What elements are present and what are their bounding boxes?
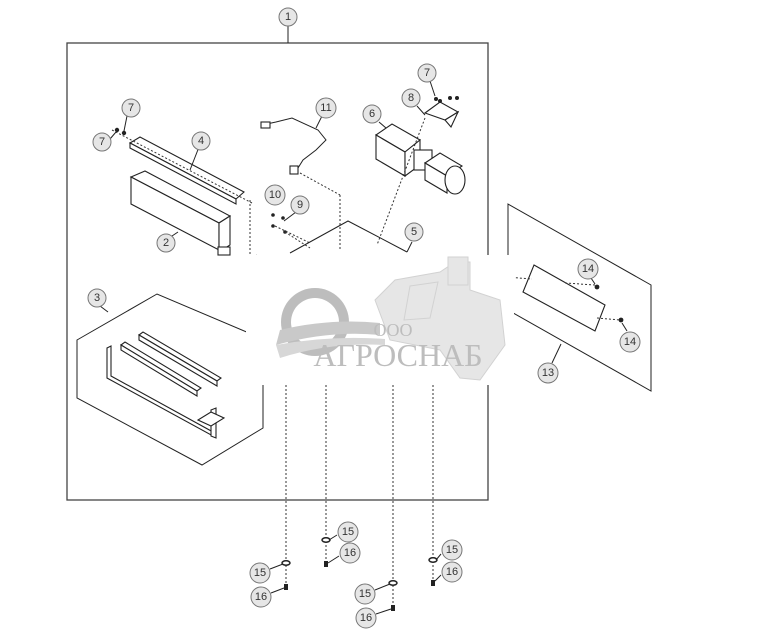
callout-13: 13	[537, 362, 559, 384]
svg-text:16: 16	[360, 612, 372, 624]
svg-text:5: 5	[411, 226, 417, 238]
screw-icons-7	[109, 115, 128, 140]
part-8-bracket	[376, 80, 460, 246]
svg-text:9: 9	[297, 199, 303, 211]
svg-text:16: 16	[344, 547, 356, 559]
svg-text:6: 6	[369, 108, 375, 120]
callout-14: 14	[577, 258, 599, 280]
svg-text:13: 13	[542, 367, 554, 379]
callout-1: 1	[278, 7, 298, 27]
callout-14: 14	[619, 331, 641, 353]
callout-5: 5	[404, 222, 424, 242]
svg-text:14: 14	[624, 336, 636, 348]
callout-16: 16	[441, 561, 463, 583]
callout-8: 8	[401, 88, 421, 108]
callout-16: 16	[355, 607, 377, 629]
svg-text:16: 16	[255, 591, 267, 603]
callout-7: 7	[417, 63, 437, 83]
callout-2: 2	[156, 233, 176, 253]
svg-text:15: 15	[342, 526, 354, 538]
svg-text:10: 10	[269, 189, 281, 201]
callout-7: 7	[121, 98, 141, 118]
part-6-blower-motor	[374, 121, 466, 195]
svg-text:15: 15	[359, 588, 371, 600]
callout-15: 15	[337, 521, 359, 543]
callout-16: 16	[250, 586, 272, 608]
svg-text:8: 8	[408, 92, 414, 104]
watermark: ООО АГРОСНАБ	[246, 255, 514, 385]
callout-11: 11	[315, 97, 337, 119]
svg-text:15: 15	[254, 567, 266, 579]
svg-text:7: 7	[424, 67, 430, 79]
svg-text:7: 7	[128, 102, 134, 114]
svg-text:2: 2	[163, 237, 169, 249]
callout-15: 15	[354, 583, 376, 605]
fastener-stacks	[269, 385, 442, 615]
svg-text:14: 14	[582, 263, 594, 275]
svg-text:1: 1	[285, 11, 291, 23]
gear-icon	[276, 288, 385, 358]
svg-text:7: 7	[99, 136, 105, 148]
part-4-rail	[111, 129, 253, 205]
callout-15: 15	[441, 539, 463, 561]
svg-text:11: 11	[320, 102, 331, 114]
screws-9-10	[271, 211, 311, 249]
callout-4: 4	[191, 131, 211, 151]
part-11-wiring-harness	[260, 115, 341, 250]
callout-3: 3	[87, 288, 107, 308]
svg-text:4: 4	[198, 135, 204, 147]
callout-6: 6	[362, 104, 382, 124]
watermark-prefix: ООО	[374, 320, 413, 340]
callout-9: 9	[290, 195, 310, 215]
callout-16: 16	[339, 542, 361, 564]
svg-text:3: 3	[94, 292, 100, 304]
svg-text:15: 15	[446, 544, 458, 556]
callout-10: 10	[264, 184, 286, 206]
svg-text:16: 16	[446, 566, 458, 578]
combine-harvester-icon	[374, 256, 506, 381]
part-2-heater-core	[129, 170, 232, 256]
callout-7: 7	[92, 132, 112, 152]
watermark-brand: АГРОСНАБ	[313, 337, 482, 373]
part-3-bracket-kit	[76, 293, 264, 466]
callout-15: 15	[249, 562, 271, 584]
